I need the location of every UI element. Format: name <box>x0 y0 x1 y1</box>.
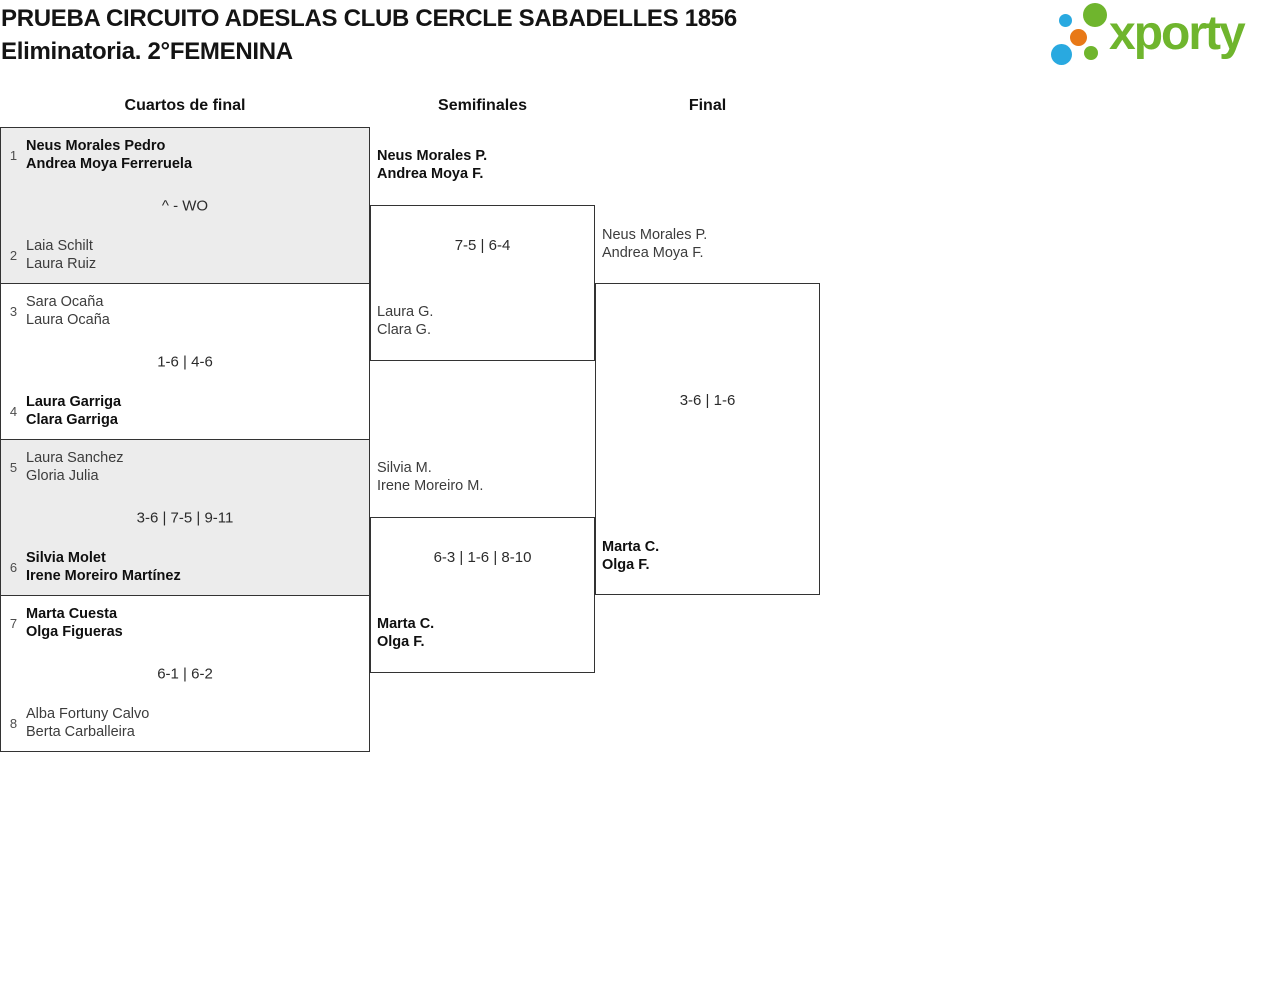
match-quarterfinal-4: 7 Marta Cuesta Olga Figueras 6-1 | 6-2 8… <box>1 596 369 751</box>
player-name: Laia Schilt <box>26 238 93 254</box>
team-slot: 1 Neus Morales Pedro Andrea Moya Ferreru… <box>1 137 369 173</box>
match-semifinal-2-box <box>370 517 595 673</box>
player-name: Olga F. <box>602 557 650 573</box>
match-score: 1-6 | 4-6 <box>157 353 213 370</box>
player-name: Sara Ocaña <box>26 294 104 310</box>
player-name: Olga Figueras <box>26 624 123 640</box>
player-name: Clara Garriga <box>26 412 118 428</box>
seed-number: 4 <box>9 403 18 419</box>
team-players: Neus Morales Pedro Andrea Moya Ferreruel… <box>26 137 192 173</box>
column-header-semifinals: Semifinales <box>438 97 527 114</box>
player-name: Irene Moreiro M. <box>377 478 484 494</box>
xporty-logo-text: xporty <box>1109 7 1246 60</box>
player-name: Marta C. <box>602 539 660 555</box>
match-score: 6-1 | 6-2 <box>157 665 213 682</box>
player-name: Marta Cuesta <box>26 606 118 622</box>
semifinal-2-score: 6-3 | 1-6 | 8-10 <box>433 549 532 566</box>
final-team-top: Neus Morales P. Andrea Moya F. <box>602 226 707 262</box>
seed-number: 3 <box>9 303 18 319</box>
seed-number: 5 <box>9 459 18 475</box>
logo-dot-green-small-icon <box>1084 46 1098 60</box>
player-name: Alba Fortuny Calvo <box>26 706 150 722</box>
logo-dot-blue-large-icon <box>1051 44 1072 65</box>
column-header-quarterfinals: Cuartos de final <box>124 97 246 114</box>
player-name: Silvia Molet <box>26 550 106 566</box>
team-slot: 7 Marta Cuesta Olga Figueras <box>1 605 369 641</box>
semifinal-2-team-bottom: Marta C. Olga F. <box>377 615 434 651</box>
match-quarterfinal-2: 3 Sara Ocaña Laura Ocaña 1-6 | 4-6 4 Lau… <box>1 284 369 440</box>
team-players: Sara Ocaña Laura Ocaña <box>26 293 110 329</box>
player-name: Silvia M. <box>377 460 432 476</box>
tournament-name: PRUEBA CIRCUITO ADESLAS CLUB CERCLE SABA… <box>1 5 737 32</box>
quarterfinals-column: 1 Neus Morales Pedro Andrea Moya Ferreru… <box>0 127 370 752</box>
player-name: Andrea Moya F. <box>377 166 484 182</box>
match-score: ^ - WO <box>161 197 209 214</box>
player-name: Laura Sanchez <box>26 450 124 466</box>
team-players: Silvia Molet Irene Moreiro Martínez <box>26 549 181 585</box>
team-slot: 2 Laia Schilt Laura Ruiz <box>1 237 369 273</box>
player-name: Neus Morales Pedro <box>26 138 166 154</box>
player-name: Andrea Moya F. <box>602 245 704 261</box>
final-score: 3-6 | 1-6 <box>679 392 736 409</box>
final-team-bottom: Marta C. Olga F. <box>602 538 659 574</box>
player-name: Laura Ruiz <box>26 256 97 272</box>
seed-number: 8 <box>9 715 18 731</box>
column-header-final: Final <box>688 97 727 114</box>
team-slot: 3 Sara Ocaña Laura Ocaña <box>1 293 369 329</box>
round-subtitle: Eliminatoria. 2°FEMENINA <box>1 38 293 65</box>
semifinal-1-team-bottom: Laura G. Clara G. <box>377 303 433 339</box>
page-title: PRUEBA CIRCUITO ADESLAS CLUB CERCLE SABA… <box>1 2 737 68</box>
player-name: Berta Carballeira <box>26 724 135 740</box>
player-name: Laura Ocaña <box>26 312 110 328</box>
team-slot: 6 Silvia Molet Irene Moreiro Martínez <box>1 549 369 585</box>
team-slot: 5 Laura Sanchez Gloria Julia <box>1 449 369 485</box>
player-name: Neus Morales P. <box>377 148 488 164</box>
team-players: Laura Garriga Clara Garriga <box>26 393 121 429</box>
semifinal-2-team-top: Silvia M. Irene Moreiro M. <box>377 459 483 495</box>
player-name: Neus Morales P. <box>602 227 708 243</box>
logo-dot-orange-icon <box>1070 29 1087 46</box>
logo-dot-blue-small-icon <box>1059 14 1072 27</box>
team-slot: 8 Alba Fortuny Calvo Berta Carballeira <box>1 705 369 741</box>
match-semifinal-1-box <box>370 205 595 361</box>
player-name: Clara G. <box>377 322 431 338</box>
team-players: Laura Sanchez Gloria Julia <box>26 449 124 485</box>
match-final-box <box>595 283 820 595</box>
team-players: Marta Cuesta Olga Figueras <box>26 605 123 641</box>
semifinal-1-score: 7-5 | 6-4 <box>454 237 511 254</box>
seed-number: 7 <box>9 615 18 631</box>
team-slot: 4 Laura Garriga Clara Garriga <box>1 393 369 429</box>
semifinal-1-team-top: Neus Morales P. Andrea Moya F. <box>377 147 487 183</box>
player-name: Laura Garriga <box>26 394 122 410</box>
team-players: Alba Fortuny Calvo Berta Carballeira <box>26 705 149 741</box>
player-name: Andrea Moya Ferreruela <box>26 156 193 172</box>
match-quarterfinal-1: 1 Neus Morales Pedro Andrea Moya Ferreru… <box>1 128 369 284</box>
player-name: Gloria Julia <box>26 468 99 484</box>
player-name: Marta C. <box>377 616 435 632</box>
seed-number: 2 <box>9 247 18 263</box>
match-score: 3-6 | 7-5 | 9-11 <box>136 509 234 526</box>
player-name: Laura G. <box>377 304 434 320</box>
team-players: Laia Schilt Laura Ruiz <box>26 237 96 273</box>
seed-number: 6 <box>9 559 18 575</box>
logo-dot-green-large-icon <box>1083 3 1107 27</box>
player-name: Olga F. <box>377 634 425 650</box>
player-name: Irene Moreiro Martínez <box>26 568 181 584</box>
match-quarterfinal-3: 5 Laura Sanchez Gloria Julia 3-6 | 7-5 |… <box>1 440 369 596</box>
seed-number: 1 <box>9 147 18 163</box>
